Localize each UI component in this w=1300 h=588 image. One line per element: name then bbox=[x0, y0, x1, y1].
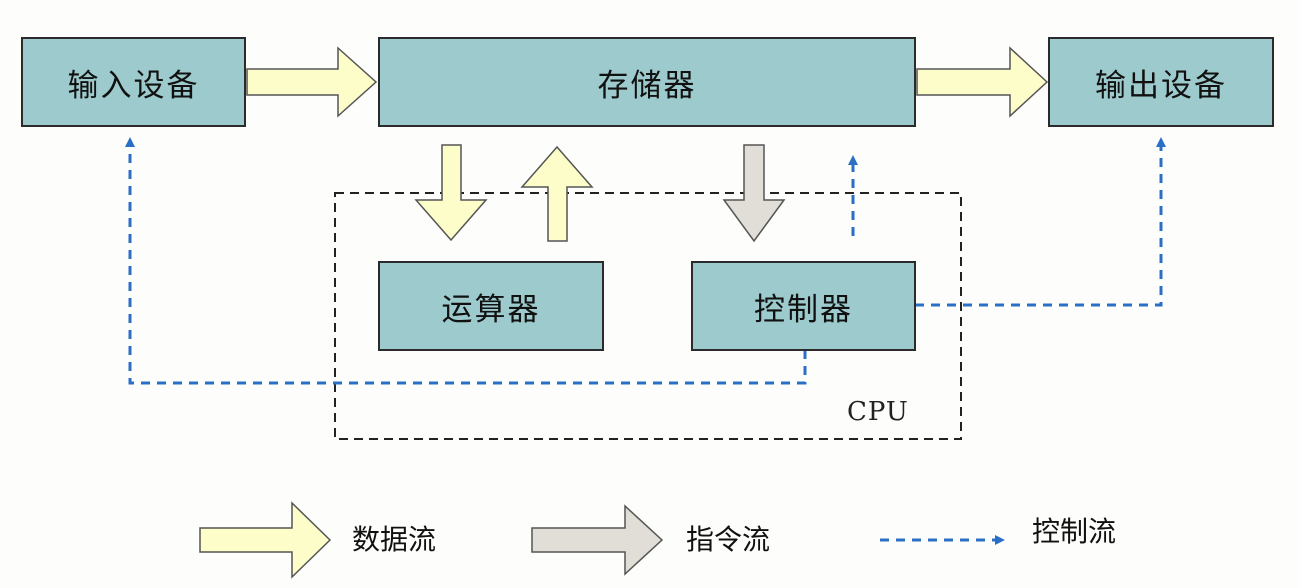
control-line-to-output bbox=[915, 137, 1166, 307]
input-device-label: 输入设备 bbox=[67, 67, 200, 104]
alu-box: 运算器 bbox=[378, 261, 604, 351]
instruction-arrow-memory-to-controller bbox=[722, 144, 786, 243]
alu-label: 运算器 bbox=[441, 291, 541, 328]
controller-label: 控制器 bbox=[754, 291, 853, 328]
data-arrow-memory-to-alu bbox=[414, 144, 488, 242]
control-line-to-input bbox=[125, 137, 807, 385]
data-arrow-memory-to-output bbox=[916, 46, 1049, 118]
controller-box: 控制器 bbox=[691, 261, 916, 351]
memory-box: 存储器 bbox=[378, 37, 916, 127]
legend-control-flow-label: 控制流 bbox=[1032, 515, 1117, 548]
legend-instruction-arrow-icon bbox=[531, 504, 664, 576]
output-device-label: 输出设备 bbox=[1095, 67, 1227, 104]
cpu-boundary bbox=[334, 192, 962, 440]
data-arrow-alu-to-memory bbox=[520, 145, 594, 242]
legend-data-flow-label: 数据流 bbox=[352, 523, 437, 556]
memory-label: 存储器 bbox=[597, 67, 697, 104]
data-arrow-input-to-memory bbox=[246, 46, 378, 118]
output-device-box: 输出设备 bbox=[1048, 37, 1274, 127]
legend-data-arrow-icon bbox=[199, 501, 332, 579]
legend-instruction-flow-label: 指令流 bbox=[686, 523, 771, 556]
input-device-box: 输入设备 bbox=[21, 37, 246, 127]
cpu-label: CPU bbox=[847, 397, 909, 427]
